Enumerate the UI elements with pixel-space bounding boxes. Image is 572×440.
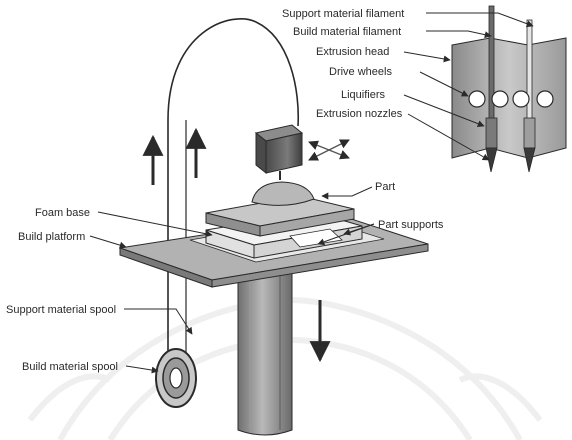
drive-wheel-4 xyxy=(536,90,554,108)
label-liquifiers: Liquifiers xyxy=(341,89,386,101)
leader-part xyxy=(321,186,373,200)
part xyxy=(205,181,355,237)
drive-wheel-2 xyxy=(491,90,509,108)
label-part: Part xyxy=(375,181,395,193)
drive-wheel-3 xyxy=(512,90,530,108)
label-drive-wheels: Drive wheels xyxy=(329,66,392,78)
platform-column xyxy=(237,265,293,436)
build-material-spool xyxy=(155,348,197,408)
label-extrusion-nozzles: Extrusion nozzles xyxy=(316,108,403,120)
leader-build-filament xyxy=(426,30,492,39)
leader-drive-wheels xyxy=(419,71,469,97)
label-build-platform: Build platform xyxy=(18,231,85,243)
leader-support-spool xyxy=(124,308,193,335)
extrusion-head-small xyxy=(254,124,304,180)
leader-liquifiers xyxy=(403,94,485,127)
leader-build-spool xyxy=(125,365,159,374)
leader-extrusion-nozzles xyxy=(407,113,490,161)
label-part-supports: Part supports xyxy=(378,219,444,231)
build-filament-line xyxy=(167,18,300,355)
label-extrusion-head: Extrusion head xyxy=(316,46,389,58)
leader-build-platform xyxy=(89,235,127,249)
label-foam-base: Foam base xyxy=(35,207,90,219)
drive-wheel-1 xyxy=(468,90,486,108)
leader-lines xyxy=(89,12,534,374)
leader-support-filament xyxy=(426,12,534,28)
leader-part-supports-b xyxy=(317,223,375,246)
label-build-material-filament: Build material filament xyxy=(293,26,401,38)
leader-foam-base xyxy=(97,211,213,238)
xy-motion-icon xyxy=(308,139,350,161)
label-build-material-spool: Build material spool xyxy=(22,361,118,373)
leader-extrusion-head xyxy=(403,51,451,63)
label-support-material-filament: Support material filament xyxy=(282,8,404,20)
extrusion-head-detail xyxy=(451,5,567,173)
label-support-material-spool: Support material spool xyxy=(6,304,116,316)
